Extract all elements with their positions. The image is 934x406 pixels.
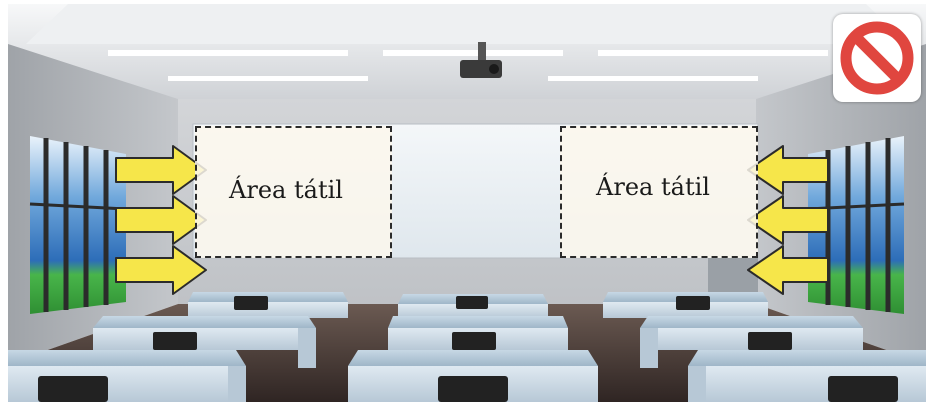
desk [388, 316, 568, 350]
left-touch-area-label: Área tátil [206, 176, 366, 204]
ceiling-light [598, 50, 828, 56]
desk [398, 294, 548, 318]
no-entry-icon [833, 14, 921, 102]
ceiling-light [383, 50, 563, 56]
desk [603, 292, 768, 318]
classroom-illustration: Área tátil Área tátil [8, 4, 926, 402]
ceiling-light [168, 76, 368, 81]
desk [688, 350, 926, 402]
left-windows [30, 136, 126, 314]
desk [8, 350, 246, 402]
ceiling-light [548, 76, 758, 81]
desk [348, 350, 598, 402]
right-touch-area-label: Área tátil [573, 173, 733, 201]
classroom-svg [8, 4, 926, 402]
ceiling-light [108, 50, 348, 56]
desk [188, 292, 348, 318]
